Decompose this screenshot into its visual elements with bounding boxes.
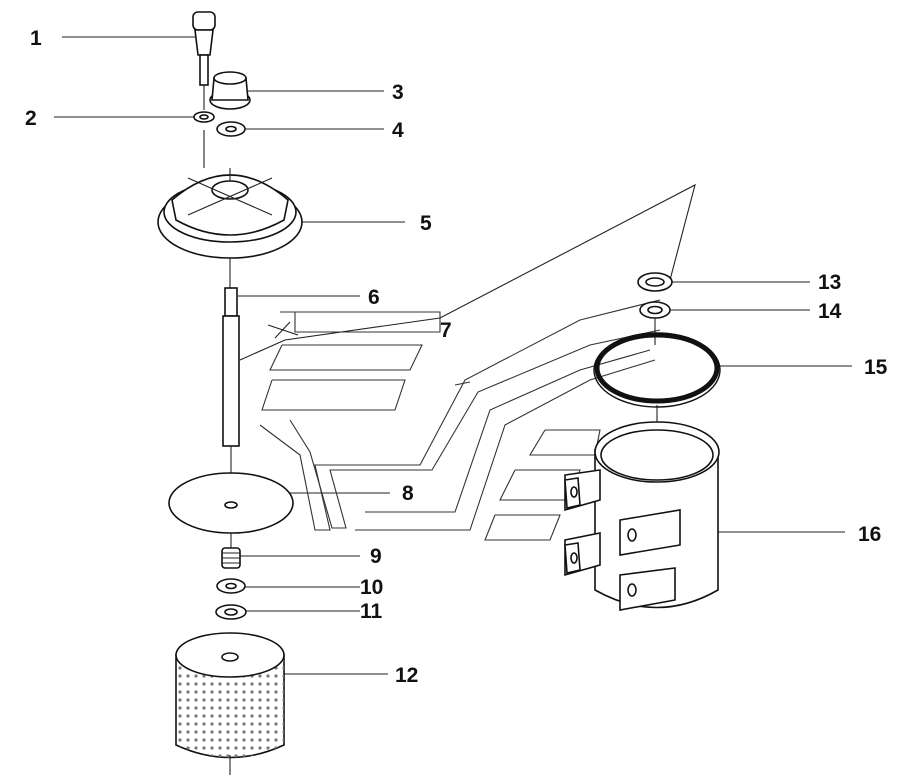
part-16-housing	[564, 421, 720, 611]
guide-panel	[484, 514, 561, 541]
callout-15: 15	[864, 356, 888, 379]
part-3-plug	[209, 71, 251, 110]
part-11-washer	[215, 604, 247, 620]
guide-path	[365, 349, 651, 513]
assembly-guide-lines	[259, 299, 661, 541]
callout-9: 9	[370, 545, 382, 568]
callout-5: 5	[420, 212, 432, 235]
guide-panel	[529, 429, 601, 456]
callout-16: 16	[858, 523, 881, 546]
part-10-washer	[216, 578, 246, 594]
leader-7	[239, 183, 696, 361]
guide-tick	[454, 381, 471, 386]
callout-4: 4	[392, 119, 404, 142]
part-12-filter-element	[175, 632, 285, 775]
callout-11: 11	[360, 600, 383, 623]
part-2-small-washer	[193, 111, 215, 123]
callout-14: 14	[818, 300, 842, 323]
callout-3: 3	[392, 81, 404, 104]
part-8-disc	[168, 472, 294, 548]
leader-lines	[54, 36, 852, 675]
part-14-seal-ring	[639, 301, 671, 345]
callout-8: 8	[402, 482, 414, 505]
callout-1: 1	[30, 27, 42, 50]
callout-6: 6	[368, 286, 380, 309]
part-7-split-pin	[267, 321, 299, 339]
guide-panel	[280, 311, 441, 333]
guide-panel	[261, 379, 406, 411]
part-1-indicator-pin	[192, 11, 216, 168]
part-9-spring	[221, 547, 241, 569]
guide-path	[355, 359, 656, 531]
callout-7: 7	[440, 319, 452, 342]
guide-panel	[269, 344, 423, 371]
callout-12: 12	[395, 664, 418, 687]
callout-13: 13	[818, 271, 841, 294]
callout-2: 2	[25, 107, 37, 130]
guide-path	[289, 329, 661, 529]
part-6-center-rod	[222, 287, 240, 478]
part-4-washer	[216, 121, 246, 137]
callout-10: 10	[360, 576, 383, 599]
callout-labels: 1 2 3 4 5 6 7 8 9 10 11 12 13 14 15 16	[25, 27, 888, 687]
part-13-seal-ring	[637, 272, 673, 292]
guide-path	[259, 299, 661, 531]
part-5-cover	[157, 168, 303, 290]
